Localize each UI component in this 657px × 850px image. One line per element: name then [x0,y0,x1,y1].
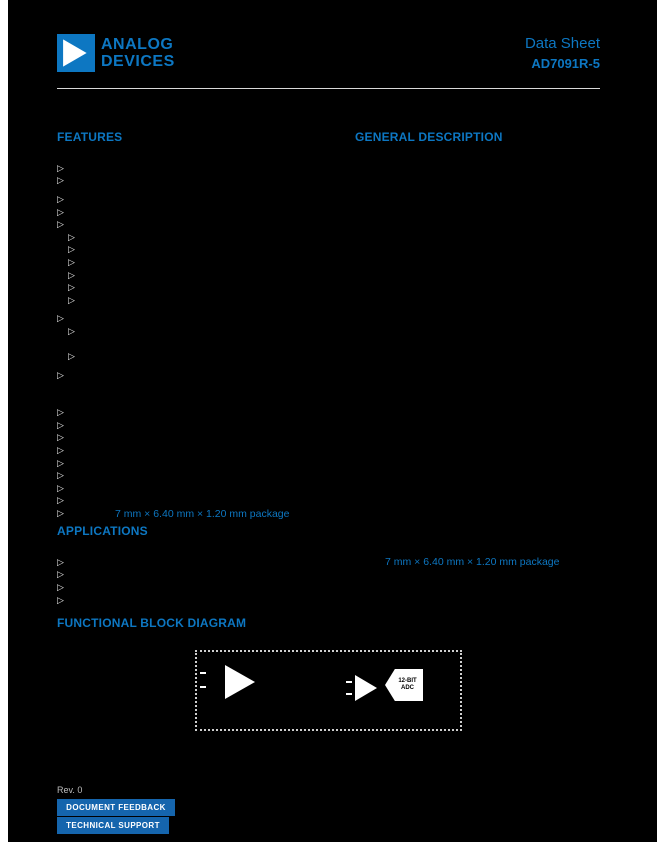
feature-item: ▷ [57,206,349,219]
page-left-margin [0,0,8,850]
applications-list: ▷ ▷ ▷ ▷ [57,556,349,606]
input-pin-stub [200,672,206,674]
bullet-icon: ▷ [68,244,75,255]
bullet-icon: ▷ [68,282,75,293]
feature-item: ▷ [57,162,349,175]
bullet-icon: ▷ [57,556,64,567]
applications-heading: APPLICATIONS [57,524,148,538]
feature-item: ▷ [57,407,349,420]
general-description-section: GENERAL DESCRIPTION 7 mm × 6.40 mm × 1.2… [355,130,603,568]
general-description-heading: GENERAL DESCRIPTION [355,130,503,144]
revision-label: Rev. 0 [57,785,83,795]
bullet-icon: ▷ [57,162,64,173]
feature-package-note: 7 mm × 6.40 mm × 1.20 mm package [115,507,290,520]
feature-item: ▷ [57,495,349,508]
adi-logo: ANALOG DEVICES [57,34,175,72]
amplifier-icon [225,665,255,699]
adi-logo-mark [57,34,95,72]
feature-item: ▷ [57,350,349,363]
bullet-icon: ▷ [57,594,64,605]
adc-label-line1: 12-BIT [398,678,417,684]
block-diagram-heading: FUNCTIONAL BLOCK DIAGRAM [57,616,247,630]
package-dimensions-note: 7 mm × 6.40 mm × 1.20 mm package [385,556,560,568]
bullet-icon: ▷ [57,175,64,186]
amplifier-icon [355,675,377,701]
feature-item: ▷ [57,457,349,470]
bullet-icon: ▷ [57,508,64,519]
adc-block: 12-BIT ADC [385,669,423,701]
document-feedback-button[interactable]: DOCUMENT FEEDBACK [57,799,175,816]
bullet-icon: ▷ [68,351,75,362]
input-pin-stub [200,686,206,688]
input-pin-stub [346,681,352,683]
bullet-icon: ▷ [57,470,64,481]
bullet-icon: ▷ [68,325,75,336]
bullet-icon: ▷ [57,407,64,418]
bullet-icon: ▷ [57,206,64,217]
bullet-icon: ▷ [68,231,75,242]
adc-label-line2: ADC [401,685,414,691]
feature-item: ▷ [57,281,349,294]
bullet-icon: ▷ [57,569,64,580]
bullet-icon: ▷ [68,294,75,305]
features-list: ▷ ▷ ▷ ▷ ▷ [57,162,349,520]
feature-item: ▷ 7 mm × 6.40 mm × 1.20 mm package [57,507,349,520]
feature-item: ▷ [57,175,349,188]
adi-logo-wordmark: ANALOG DEVICES [101,36,175,70]
bullet-icon: ▷ [57,482,64,493]
feature-item: ▷ [57,313,349,326]
input-pin-stub [346,693,352,695]
bullet-icon: ▷ [57,313,64,324]
feature-item: ▷ [57,325,349,338]
logo-line-devices: DEVICES [101,53,175,70]
header-divider [57,88,600,89]
feature-item: ▷ [57,469,349,482]
feature-item: ▷ [57,218,349,231]
document-type-label: Data Sheet [524,35,600,52]
page-bottom-margin [0,842,657,850]
adi-triangle-icon [63,39,87,67]
feature-item: ▷ [57,369,349,382]
feature-item: ▷ [57,256,349,269]
header-right: Data Sheet AD7091R-5 [525,35,600,71]
bullet-icon: ▷ [57,495,64,506]
bullet-icon: ▷ [68,256,75,267]
feature-item: ▷ [57,231,349,244]
logo-line-analog: ANALOG [101,36,174,53]
bullet-icon: ▷ [57,193,64,204]
feature-item: ▷ [57,294,349,307]
features-section: FEATURES ▷ ▷ ▷ ▷ [57,130,349,520]
bullet-icon: ▷ [68,269,75,280]
application-item: ▷ [57,594,349,607]
feature-item: ▷ [57,432,349,445]
bullet-icon: ▷ [57,457,64,468]
feature-item: ▷ [57,269,349,282]
application-item: ▷ [57,581,349,594]
functional-block-diagram: 12-BIT ADC [195,650,462,731]
feature-item: ▷ [57,193,349,206]
bullet-icon: ▷ [57,219,64,230]
block-diagram-heading-wrap: FUNCTIONAL BLOCK DIAGRAM [57,616,246,648]
bullet-icon: ▷ [57,432,64,443]
application-item: ▷ [57,556,349,569]
features-heading: FEATURES [57,130,123,144]
technical-support-button[interactable]: TECHNICAL SUPPORT [57,817,169,834]
bullet-icon: ▷ [57,419,64,430]
applications-section: APPLICATIONS ▷ ▷ ▷ ▷ [57,524,349,606]
application-item: ▷ [57,569,349,582]
feature-item: ▷ [57,482,349,495]
bullet-icon: ▷ [57,445,64,456]
feature-item: ▷ [57,419,349,432]
part-number: AD7091R-5 [531,56,600,71]
bullet-icon: ▷ [57,581,64,592]
feature-item: ▷ [57,444,349,457]
bullet-icon: ▷ [57,369,64,380]
feature-item: ▷ [57,244,349,257]
